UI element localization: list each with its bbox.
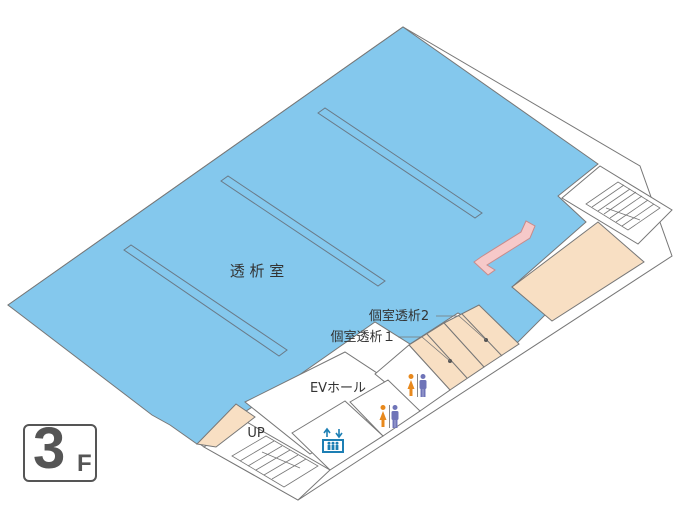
stairs-icon [585, 181, 661, 231]
restroom-icon[interactable] [407, 374, 427, 397]
elevator-icon[interactable] [322, 427, 344, 453]
bed-row [220, 175, 386, 287]
beige-room-right [511, 221, 645, 322]
floor-indicator: 3 F [23, 420, 97, 482]
bed-row [123, 244, 288, 357]
floor-suffix: F [77, 450, 92, 477]
up-label: UP [247, 426, 265, 441]
private-dialysis-1-label: 個室透析１ [330, 329, 395, 345]
callout-line [436, 315, 487, 341]
floor-number: 3 [33, 416, 66, 481]
stairs-icon [231, 435, 319, 488]
dialysis-room-label: 透 析 室 [230, 262, 285, 280]
beige-room-left [195, 403, 256, 448]
callout-line [398, 336, 451, 362]
nurse-counter [473, 220, 536, 276]
bed-row [317, 107, 483, 219]
private-dialysis-2-label: 個室透析2 [369, 308, 429, 324]
ev-hall-label: EVホール [310, 381, 366, 396]
restroom-icon[interactable] [379, 405, 399, 428]
